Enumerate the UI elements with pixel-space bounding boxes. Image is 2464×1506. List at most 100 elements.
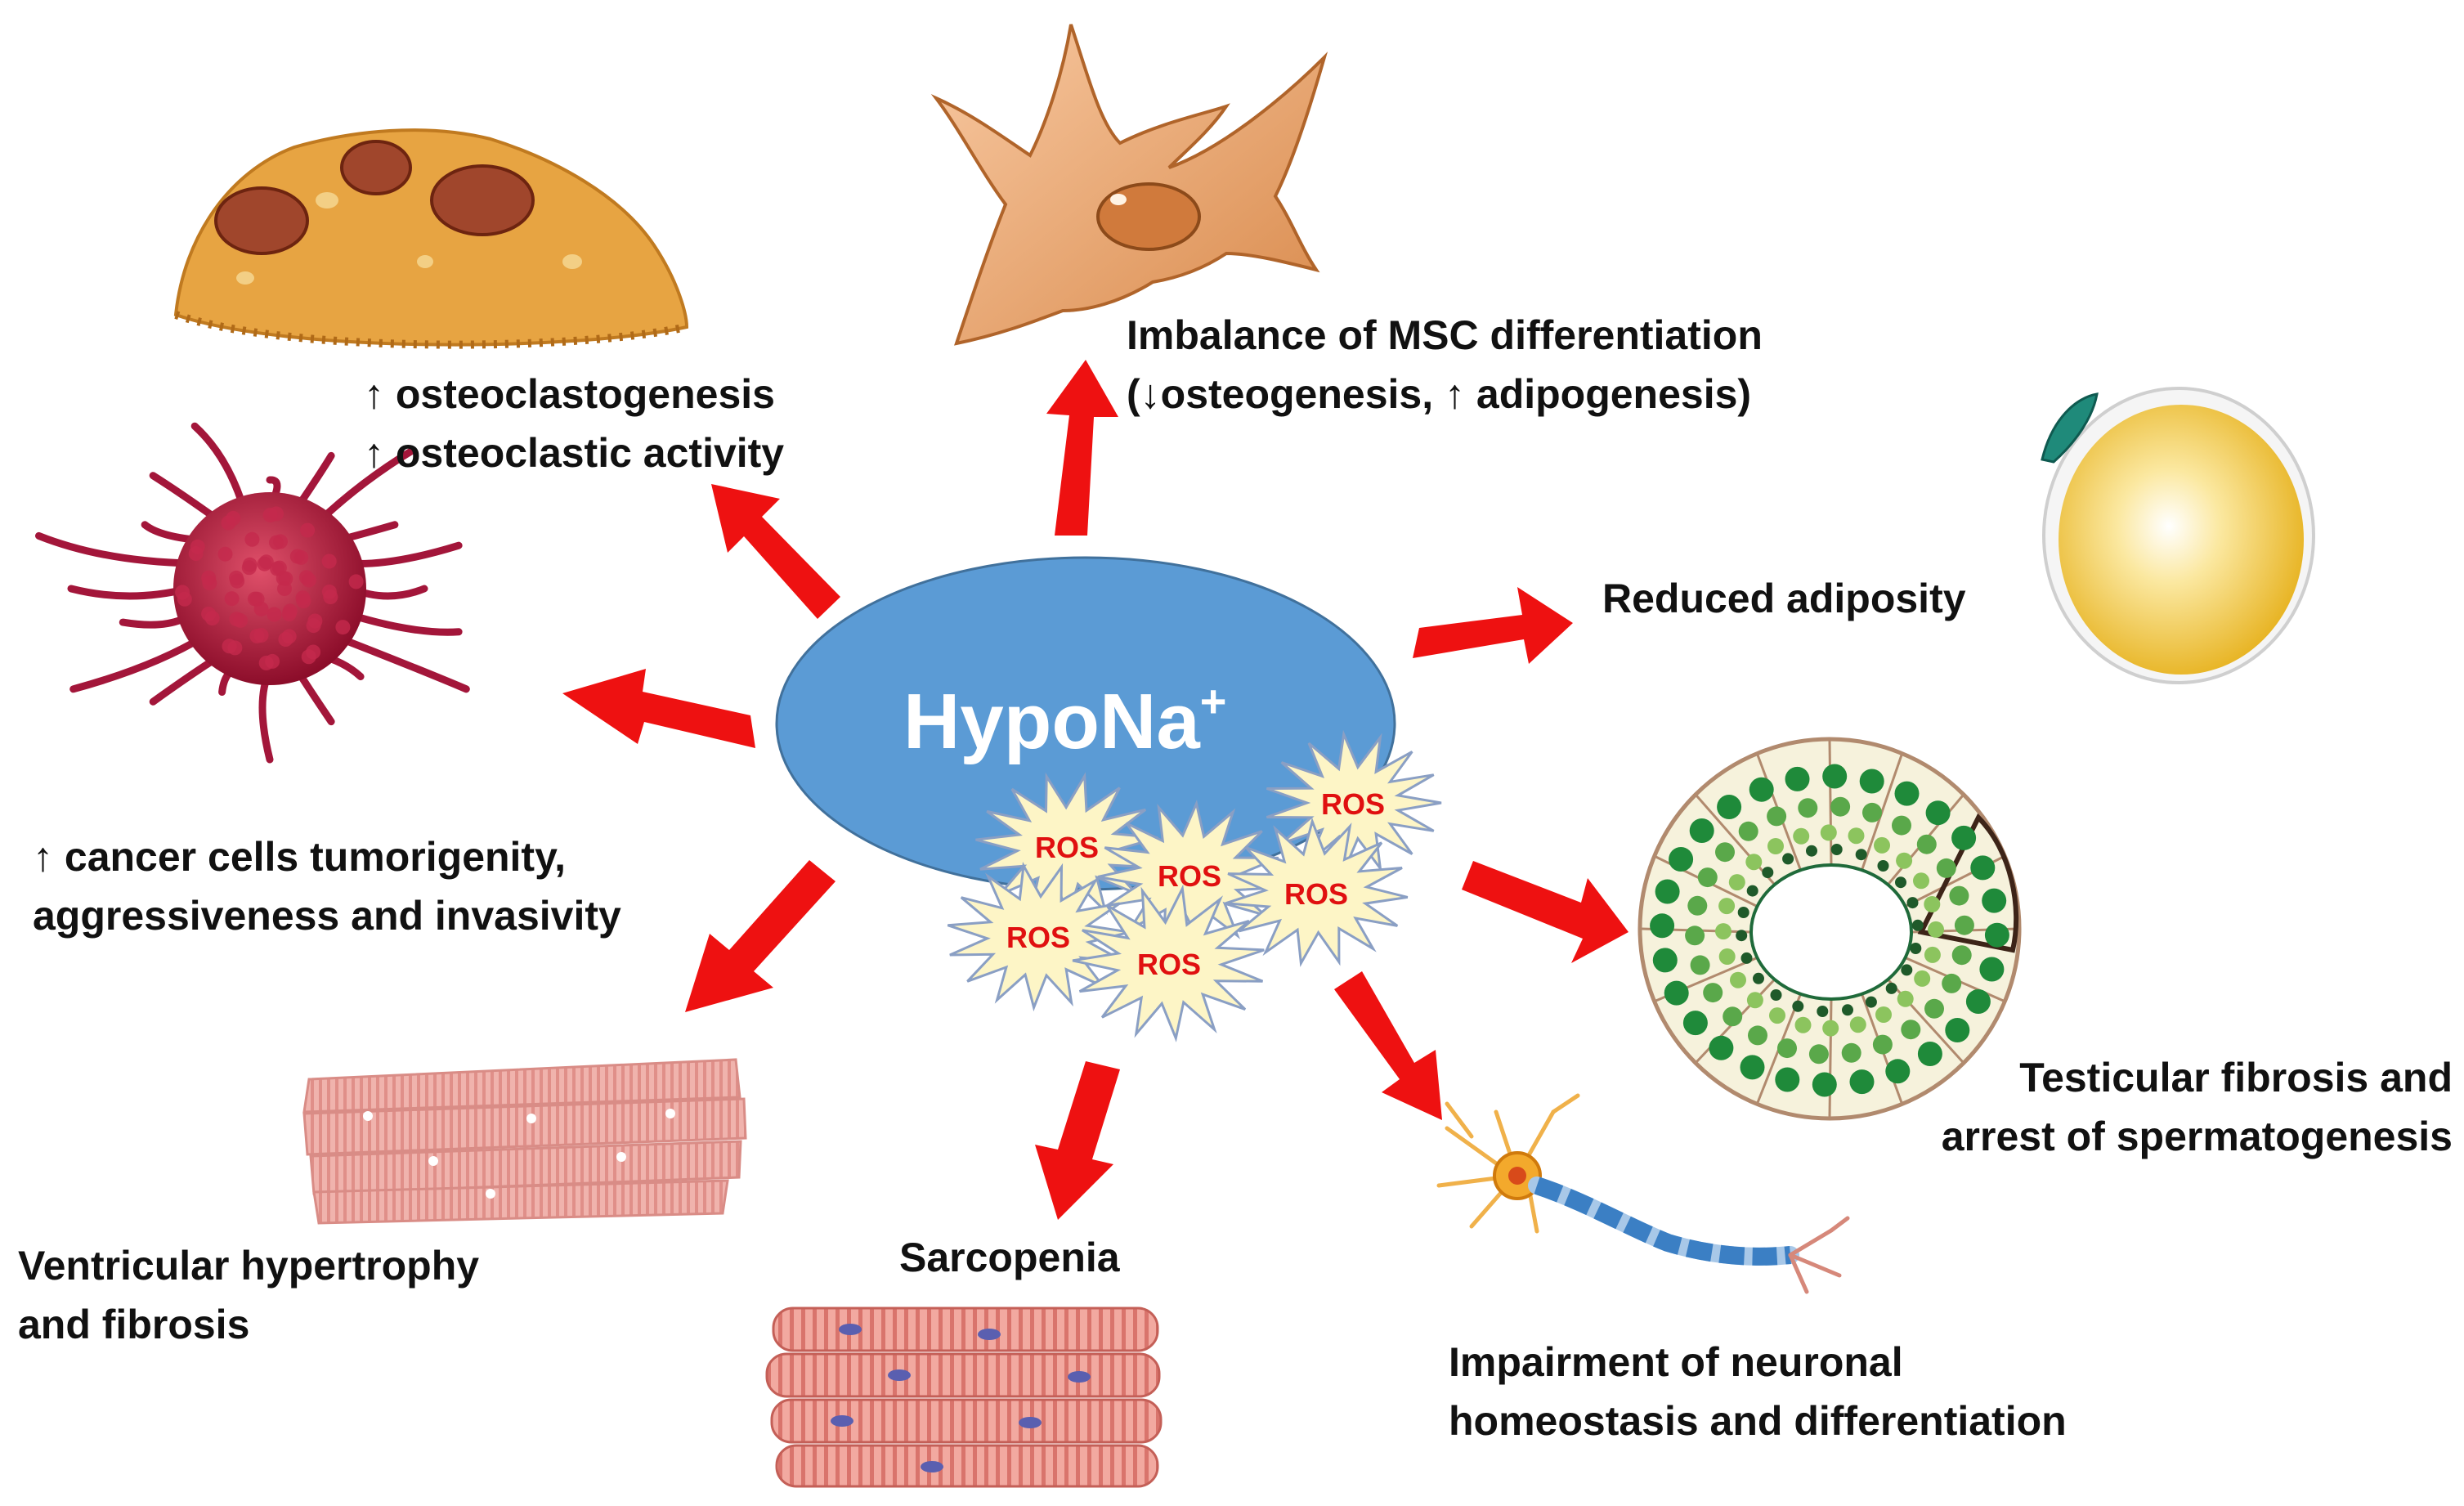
germ-cell: [1875, 1006, 1892, 1023]
germ-cell: [1906, 897, 1919, 909]
label-osteoclast-line2: ↑ osteoclastic activity: [364, 430, 785, 476]
germ-cell: [1746, 992, 1763, 1009]
germ-cell: [1848, 827, 1865, 845]
arrow-to-sarcopenia: [1035, 1061, 1120, 1220]
cancer-bleb: [269, 535, 284, 550]
germ-cell: [1798, 798, 1818, 818]
germ-cell: [1892, 815, 1911, 836]
cancer-bleb: [321, 584, 337, 599]
germ-cell: [1872, 1034, 1893, 1055]
neuron-icon: [1436, 1093, 1850, 1294]
ros-label: ROS: [1035, 831, 1099, 864]
cancer-bleb: [335, 620, 351, 635]
cancer-bleb: [267, 607, 282, 622]
seminiferous-tubule-icon: [1637, 737, 2022, 1121]
cancer-spike: [332, 633, 470, 693]
arrow-to-cardiac: [685, 860, 836, 1012]
label-cardiac-line1: Ventricular hypertrophy: [18, 1243, 480, 1289]
germ-cell: [1894, 781, 1920, 806]
label-cardiac-line2: and fibrosis: [18, 1302, 250, 1347]
germ-cell: [1753, 972, 1764, 984]
cancer-bleb: [307, 613, 323, 629]
adipocyte-icon: [2041, 387, 2315, 684]
germ-cell: [1723, 1006, 1743, 1027]
arrow-to-neuronal: [1334, 971, 1442, 1120]
germ-cell: [1767, 838, 1784, 854]
cancer-bleb: [204, 611, 220, 625]
tubule-septum: [1828, 740, 1833, 866]
germ-cell: [1849, 1069, 1875, 1095]
tubule-septum: [1828, 998, 1833, 1118]
germ-cell: [1914, 970, 1931, 987]
germ-cell: [1897, 990, 1914, 1007]
germ-cell: [1951, 945, 1972, 966]
germ-cell: [1924, 946, 1941, 963]
germ-cell: [1718, 948, 1736, 965]
germ-cell: [1874, 836, 1890, 854]
germ-cell: [1949, 885, 1969, 906]
germ-cell: [1685, 926, 1705, 946]
arrow-to-cancer: [562, 669, 755, 748]
cancer-bleb: [270, 561, 285, 576]
tubule-septum: [1696, 795, 1776, 885]
cancer-bleb: [244, 531, 260, 547]
label-osteoclast: ↑ osteoclastogenesis ↑ osteoclastic acti…: [364, 365, 784, 482]
label-neuronal-line2: homeostasis and differentiation: [1449, 1398, 2067, 1444]
cancer-bleb: [321, 554, 337, 569]
germ-cell: [1984, 922, 2009, 948]
cancer-bleb: [306, 644, 321, 660]
germ-cell: [1942, 973, 1962, 993]
germ-cell: [1859, 769, 1884, 794]
label-cardiac: Ventricular hypertrophy and fibrosis: [18, 1236, 479, 1354]
germ-cell: [1736, 930, 1748, 942]
germ-cell: [1924, 998, 1944, 1019]
germ-cell: [1664, 980, 1689, 1006]
ros-star: [947, 861, 1131, 1012]
germ-cell: [1740, 952, 1753, 964]
label-cancer-line2: aggressiveness and invasivity: [33, 893, 621, 939]
cancer-spike: [343, 541, 463, 567]
cancer-bleb: [348, 574, 364, 589]
germ-cell: [1936, 858, 1956, 878]
germ-cell: [1740, 1055, 1765, 1080]
cancer-bleb: [217, 546, 233, 562]
germ-cell: [1822, 764, 1848, 789]
cardiomyocyte-icon: [302, 1058, 747, 1225]
cancer-spike: [67, 585, 192, 600]
ros-label: ROS: [1158, 859, 1221, 893]
cancer-bleb: [233, 612, 248, 628]
germ-cell: [1945, 1018, 1970, 1042]
germ-cell: [1770, 989, 1782, 1001]
germ-cell: [1792, 1000, 1804, 1012]
germ-cell: [1746, 885, 1758, 897]
germ-cell: [1745, 854, 1763, 871]
cancer-spike: [35, 531, 196, 567]
cancer-bleb: [188, 546, 204, 561]
germ-cell: [1895, 876, 1906, 889]
germ-cell: [1812, 1072, 1837, 1097]
germ-cell: [1715, 842, 1735, 863]
germ-cell: [1982, 888, 2007, 913]
label-testicular-line2: arrest of spermatogenesis: [1941, 1114, 2453, 1159]
cancer-bleb: [282, 603, 298, 619]
germ-cell: [1822, 1020, 1839, 1037]
arrow-to-msc: [1046, 360, 1118, 536]
germ-cell: [1924, 896, 1941, 912]
cancer-bleb: [289, 549, 305, 564]
arrow-to-osteoclast: [711, 484, 840, 619]
germ-cell: [1749, 777, 1774, 802]
cancer-bleb: [300, 522, 316, 538]
germ-cell: [1737, 907, 1749, 918]
osteoclast-icon: [173, 128, 689, 349]
ros-star: [1072, 884, 1265, 1042]
cancer-bleb: [221, 515, 236, 531]
germ-cell: [1782, 853, 1794, 865]
germ-cell: [1830, 844, 1843, 855]
ros-star: [1225, 817, 1409, 967]
germ-cell: [1896, 852, 1913, 869]
cancer-bleb: [265, 653, 280, 669]
germ-cell: [1806, 845, 1817, 857]
germ-cell: [1970, 855, 1996, 881]
germ-cell: [1925, 800, 1951, 826]
germ-cell: [1841, 1042, 1861, 1063]
